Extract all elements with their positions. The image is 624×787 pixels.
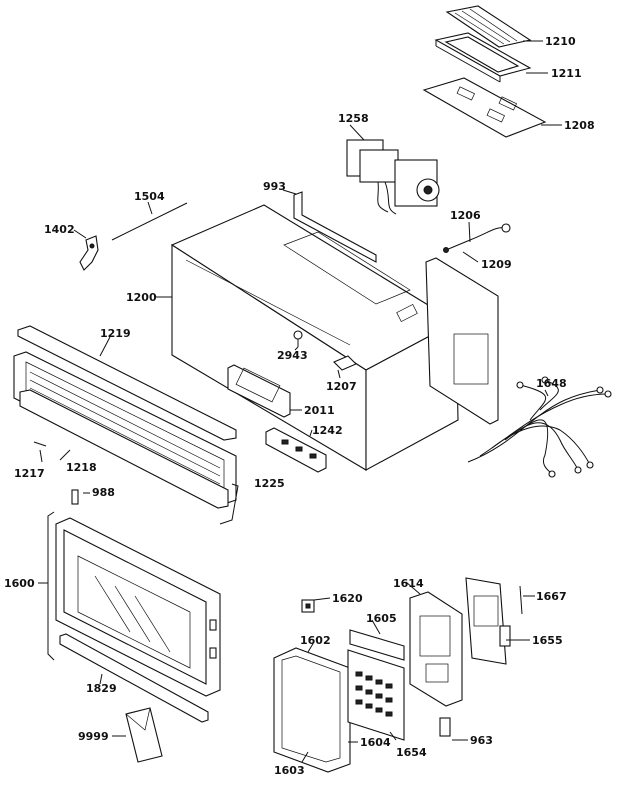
part-1654-keypad — [347, 649, 405, 741]
label-1207: 1207 — [326, 380, 357, 393]
label-1217: 1217 — [14, 467, 45, 480]
part-1211-tray — [434, 32, 532, 83]
label-2943: 2943 — [277, 349, 308, 362]
label-993: 993 — [263, 180, 286, 193]
label-1603: 1603 — [274, 764, 305, 777]
part-1207-bracket — [333, 355, 357, 371]
label-9999: 9999 — [78, 730, 109, 743]
label-1648: 1648 — [536, 377, 567, 390]
part-1829-bar — [59, 633, 209, 723]
part-1655-pcb — [465, 577, 511, 665]
label-1829: 1829 — [86, 682, 117, 695]
label-1504: 1504 — [134, 190, 165, 203]
part-1217-screw — [33, 441, 47, 447]
part-9999-envelope — [125, 707, 163, 763]
part-1225-strip — [19, 389, 229, 509]
label-1210: 1210 — [545, 35, 576, 48]
label-2011: 2011 — [304, 404, 335, 417]
part-number-labels: 1210 1211 1208 1258 1504 993 1402 1206 1… — [4, 35, 595, 777]
part-1600-door — [55, 517, 221, 697]
part-1504-rod — [111, 202, 188, 241]
part-1648-harness — [467, 376, 612, 478]
label-1219: 1219 — [100, 327, 131, 340]
label-1242: 1242 — [312, 424, 343, 437]
label-963: 963 — [470, 734, 493, 747]
label-1654: 1654 — [396, 746, 427, 759]
label-1600: 1600 — [4, 577, 35, 590]
label-988: 988 — [92, 486, 115, 499]
part-1208-plate — [422, 77, 547, 138]
label-1667: 1667 — [536, 590, 567, 603]
part-side-panel — [425, 257, 499, 425]
part-1614-board — [409, 591, 463, 707]
part-1258-fan-motor — [346, 139, 440, 215]
part-1219-strip — [17, 325, 237, 441]
label-1208: 1208 — [564, 119, 595, 132]
part-2943-screw — [293, 330, 303, 347]
part-1402-clip — [79, 235, 99, 271]
label-1655: 1655 — [532, 634, 563, 647]
label-1620: 1620 — [332, 592, 363, 605]
part-1242-panel — [265, 427, 327, 473]
label-1605: 1605 — [366, 612, 397, 625]
part-1620-connector — [301, 599, 315, 613]
part-1206-sensor — [443, 223, 511, 253]
leader-lines — [38, 40, 562, 763]
label-1402: 1402 — [44, 223, 75, 236]
part-1210-filter — [445, 5, 532, 48]
label-1614: 1614 — [393, 577, 424, 590]
label-1225: 1225 — [254, 477, 285, 490]
label-1258: 1258 — [338, 112, 369, 125]
part-1602-frame — [273, 647, 351, 773]
label-1604: 1604 — [360, 736, 391, 749]
part-1605-label — [349, 629, 405, 661]
label-1206: 1206 — [450, 209, 481, 222]
part-1667-pin — [519, 585, 523, 615]
label-1200: 1200 — [126, 291, 157, 304]
label-1209: 1209 — [481, 258, 512, 271]
part-2011-bracket — [227, 364, 291, 418]
label-1211: 1211 — [551, 67, 582, 80]
part-963-switch — [439, 717, 451, 737]
part-993-bracket — [293, 191, 377, 263]
label-1218: 1218 — [66, 461, 97, 474]
label-1602: 1602 — [300, 634, 331, 647]
part-988-latch — [71, 489, 79, 505]
